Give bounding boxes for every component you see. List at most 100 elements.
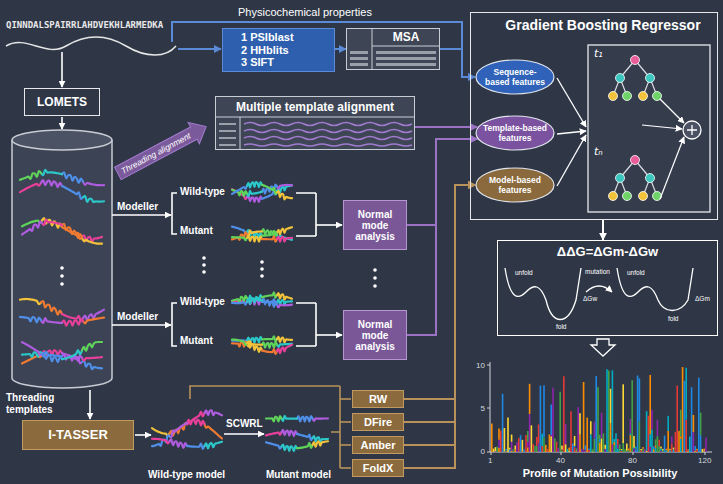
logo-letter-bar (648, 416, 650, 452)
logo-letter-bar (545, 445, 547, 452)
logo-letter-bar (534, 446, 536, 452)
logo-letter-bar (536, 437, 538, 446)
logo-letter-bar (496, 447, 498, 452)
label-box: unfold (627, 269, 645, 276)
label-text: t₁ (594, 48, 603, 61)
logo-letter-bar (658, 440, 660, 447)
tree-nodes (609, 56, 662, 201)
logo-letter-bar (599, 435, 601, 439)
protein-strand (266, 442, 282, 448)
decor-path (613, 60, 657, 96)
label-box: 40 (556, 456, 565, 465)
label-text: ΔGw (583, 295, 597, 302)
logo-letter-bar (558, 448, 560, 452)
logo-letter-bar (678, 431, 680, 452)
decor-line (660, 99, 684, 123)
logo-letter-bar (703, 451, 705, 453)
label-text: Mutant (180, 225, 213, 237)
logo-letter-bar (613, 442, 615, 445)
protein-strand (247, 342, 262, 352)
logo-letter-bar (518, 438, 520, 452)
label-text: unfold (627, 269, 645, 276)
logo-letter-bar (505, 449, 507, 450)
logo-letter-bar (509, 448, 511, 450)
protein-strand (277, 305, 292, 308)
logo-letter-bar (667, 431, 669, 452)
decor-rect (350, 51, 368, 54)
protein-cartoon (20, 170, 104, 202)
logo-letter-bar (682, 367, 684, 452)
msa-panel (346, 28, 440, 70)
logo-letter-bar (624, 449, 626, 452)
logo-letter-bar (619, 444, 621, 452)
decor-line (219, 123, 236, 125)
label-box: 10 (470, 361, 485, 370)
logo-letter-bar (538, 424, 540, 443)
protein-strand (42, 353, 62, 362)
template-library (12, 140, 112, 388)
label-text: Threading templates (6, 392, 68, 415)
decor-circle (646, 74, 655, 83)
protein-strand (262, 229, 277, 237)
node-text: FoldX (353, 460, 403, 476)
logo-letter-bar (680, 439, 682, 452)
sequence-wave (6, 37, 176, 55)
logo-letter-bar (491, 424, 493, 452)
protein-strand (62, 172, 83, 183)
node-text: MSA (373, 30, 439, 45)
logo-letter-bar (513, 449, 515, 450)
logo-letter-bar (610, 423, 612, 431)
logo-letter-bar (574, 436, 576, 446)
decor-line (557, 78, 586, 127)
logo-letter-bar (601, 438, 603, 452)
label-box: fold (668, 315, 678, 322)
node-text: DFire (353, 414, 403, 430)
logo-letter-bar (572, 443, 574, 451)
protein-strand (297, 434, 313, 440)
protein-strand (277, 227, 292, 234)
decor-circle (60, 266, 64, 270)
logo-letter-bar (640, 449, 642, 450)
protein-strand (62, 319, 83, 326)
protein-strand (266, 416, 282, 421)
logo-letter-bar (585, 450, 587, 451)
protein-cartoon (22, 342, 102, 369)
logo-letter-bar (604, 449, 606, 452)
decor-circle (623, 92, 632, 101)
logo-letter-bar (680, 436, 682, 438)
msa-box: MSA (346, 28, 440, 70)
tree-box (588, 45, 710, 212)
logo-letter-bar (628, 449, 630, 451)
label-text: fold (556, 323, 566, 330)
decor-circle (373, 276, 377, 280)
logo-letter-bar (594, 422, 596, 439)
node-text: 1 PSIblast (241, 31, 328, 44)
protein-strand (282, 430, 298, 436)
decor-circle (609, 92, 618, 101)
node-text: I-TASSER (23, 427, 133, 443)
logo-letter-bar (588, 449, 590, 450)
node-text: ΔΔG=ΔGm-ΔGw (498, 244, 717, 260)
logo-letter-bar (693, 432, 695, 452)
feature-arrows (557, 78, 586, 186)
protein-strand (277, 237, 292, 242)
energy-box: FoldX (352, 459, 404, 477)
logo-letter-bar (662, 449, 664, 450)
decor-line (135, 434, 151, 436)
decor-rect (350, 57, 368, 60)
logo-letter-bar (635, 448, 637, 449)
protein-cartoon (232, 227, 292, 242)
protein-strand (82, 342, 102, 351)
protein-strand (82, 361, 102, 370)
process-box: Normal mode analysis (343, 310, 407, 360)
logo-letter-bar (498, 440, 500, 448)
protein-strand (41, 318, 62, 323)
protein-strand (41, 301, 62, 315)
protein-strand (83, 196, 104, 202)
logo-letter-bar (705, 438, 707, 452)
protein-strand (232, 340, 247, 345)
logo-letter-bar (613, 439, 615, 442)
formula-box: ΔΔG=ΔGm-ΔGw (497, 240, 718, 336)
connector (407, 139, 477, 335)
decor-circle (631, 156, 640, 165)
